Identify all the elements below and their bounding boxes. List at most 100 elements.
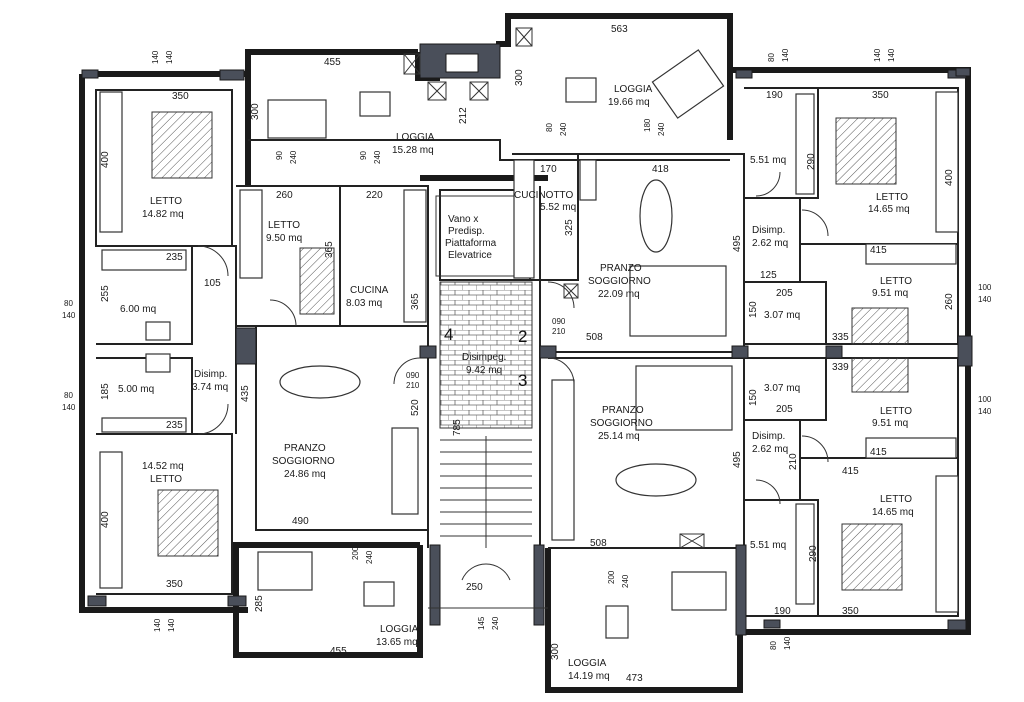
dimension: 350 <box>166 579 183 590</box>
dimension: 150 <box>748 301 759 318</box>
dimension: 365 <box>410 293 421 310</box>
dimension: 235 <box>166 252 183 263</box>
dimension: 185 <box>100 383 111 400</box>
room-area: 22.09 mq <box>598 289 640 300</box>
room-name: LETTO <box>880 276 912 287</box>
dimension: 140 <box>978 407 992 416</box>
vano-line: Predisp. <box>448 226 485 237</box>
stair-number: 3 <box>518 371 527 390</box>
room-name: Disimp. <box>752 225 785 236</box>
room-name: Disimpeg. <box>462 352 506 363</box>
dimension: 240 <box>657 122 666 136</box>
room-name: CUCINA <box>350 285 389 296</box>
dimension: 325 <box>564 219 575 236</box>
dimension: 205 <box>776 404 793 415</box>
dimension: 170 <box>540 164 557 175</box>
dimension: 335 <box>832 332 849 343</box>
vano-line: Elevatrice <box>448 250 492 261</box>
room-name: PRANZO <box>602 405 644 416</box>
dimension: 240 <box>365 550 374 564</box>
dimension: 495 <box>732 235 743 252</box>
dimension: 255 <box>100 285 111 302</box>
dimension: 190 <box>766 90 783 101</box>
dimension: 140 <box>887 48 896 62</box>
dimension: 140 <box>781 48 790 62</box>
room-area: 3.74 mq <box>192 382 228 393</box>
dimension: 508 <box>590 538 607 549</box>
room-name: Disimp. <box>752 431 785 442</box>
room-name: PRANZO <box>284 443 326 454</box>
dimension: 240 <box>559 122 568 136</box>
room-name: SOGGIORNO <box>272 456 335 467</box>
dimension: 365 <box>324 241 335 258</box>
dimension: 495 <box>732 451 743 468</box>
dimension: 508 <box>586 332 603 343</box>
room-name: LETTO <box>150 474 182 485</box>
room-area: 9.51 mq <box>872 288 908 299</box>
room-area: 14.19 mq <box>568 671 610 682</box>
columns <box>81 43 973 636</box>
furniture <box>99 27 959 639</box>
dimension: 339 <box>832 362 849 373</box>
dimension: 140 <box>153 618 162 632</box>
dimension: 300 <box>514 69 525 86</box>
dimension: 200 <box>607 570 616 584</box>
room-area: 6.00 mq <box>120 304 156 315</box>
room-area: 9.51 mq <box>872 418 908 429</box>
dimension: 455 <box>324 57 341 68</box>
dimension: 090 <box>552 317 566 326</box>
room-area: 5.51 mq <box>750 155 786 166</box>
stair-number: 2 <box>518 327 527 346</box>
dimension: 210 <box>788 453 799 470</box>
room-area: 3.07 mq <box>764 383 800 394</box>
dimension: 145 <box>477 616 486 630</box>
dimension: 100 <box>978 283 992 292</box>
room-name: LOGGIA <box>614 84 653 95</box>
stair-core <box>428 281 548 609</box>
dimension: 520 <box>410 399 421 416</box>
room-name: LETTO <box>876 192 908 203</box>
dimensions: 455 563 140 140 350 300 212 300 90 240 9… <box>62 24 992 684</box>
dimension: 90 <box>275 151 284 160</box>
dimension: 563 <box>611 24 628 35</box>
dimension: 80 <box>769 641 778 650</box>
dimension: 300 <box>550 643 561 660</box>
room-name: LOGGIA <box>568 658 607 669</box>
dimension: 80 <box>64 299 73 308</box>
dimension: 140 <box>62 403 76 412</box>
room-name: LETTO <box>880 494 912 505</box>
dimension: 140 <box>62 311 76 320</box>
stair-numbers: 4 2 3 <box>444 325 527 390</box>
dimension: 418 <box>652 164 669 175</box>
room-area: 5.51 mq <box>750 540 786 551</box>
room-name: LETTO <box>268 220 300 231</box>
room-name: PRANZO <box>600 263 642 274</box>
stair-number: 4 <box>444 325 453 344</box>
vano-line: Piattaforma <box>445 238 497 249</box>
dimension: 240 <box>621 574 630 588</box>
dimension: 473 <box>626 673 643 684</box>
room-name: Disimp. <box>194 369 227 380</box>
room-area: 8.03 mq <box>346 298 382 309</box>
dimension: 400 <box>100 511 111 528</box>
dimension: 80 <box>64 391 73 400</box>
dimension: 140 <box>167 618 176 632</box>
room-area: 19.66 mq <box>608 97 650 108</box>
doors <box>197 171 829 505</box>
room-area: 14.65 mq <box>868 204 910 215</box>
dimension: 415 <box>870 245 887 256</box>
dimension: 400 <box>944 169 955 186</box>
room-area: 25.14 mq <box>598 431 640 442</box>
room-name: CUCINOTTO <box>514 190 573 201</box>
dimension: 80 <box>767 53 776 62</box>
dimension: 210 <box>406 381 420 390</box>
dimension: 90 <box>359 151 368 160</box>
dimension: 415 <box>870 447 887 458</box>
room-name: LOGGIA <box>380 624 419 635</box>
dimension: 140 <box>151 50 160 64</box>
room-name: LETTO <box>150 196 182 207</box>
room-area: 2.62 mq <box>752 444 788 455</box>
room-name: SOGGIORNO <box>590 418 653 429</box>
dimension: 400 <box>100 151 111 168</box>
